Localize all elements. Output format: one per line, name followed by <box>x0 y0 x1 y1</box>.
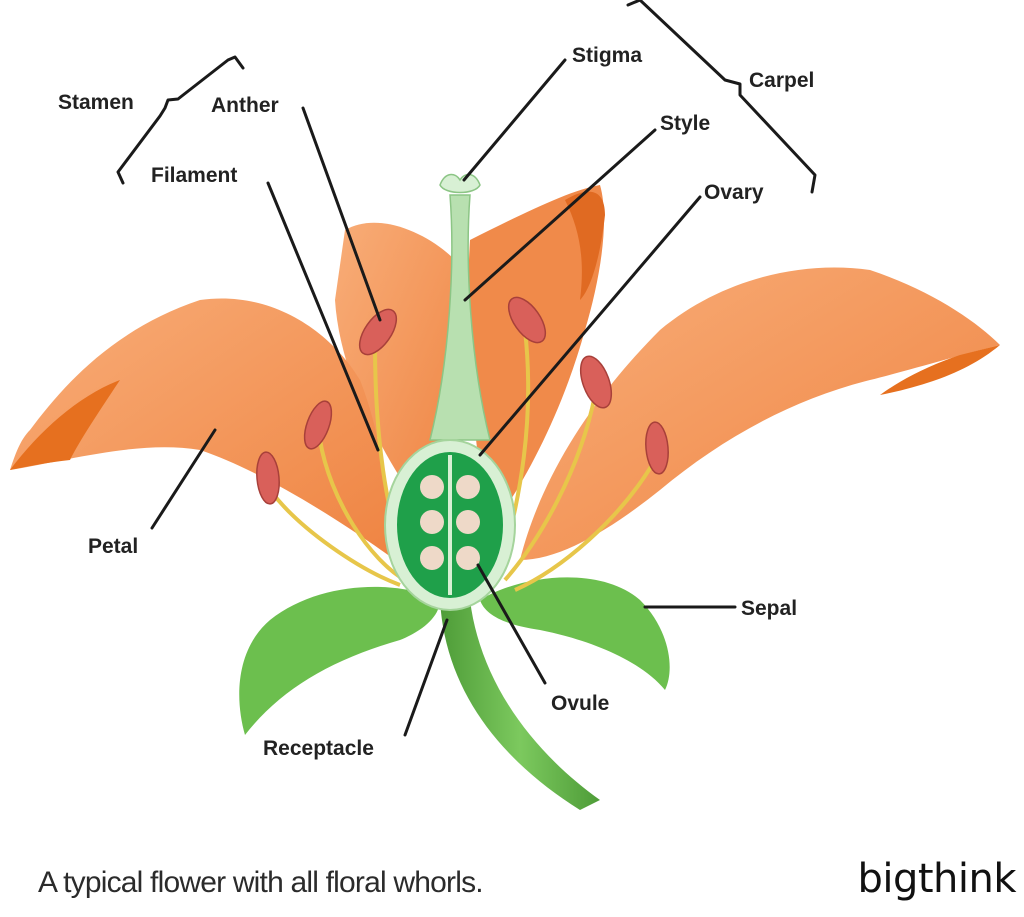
leader-receptacle <box>403 618 449 737</box>
stem <box>440 600 600 810</box>
label-filament: Filament <box>151 164 237 187</box>
sepal-left <box>239 586 440 735</box>
anther <box>579 355 613 409</box>
label-stamen: Stamen <box>58 91 134 114</box>
label-ovule: Ovule <box>551 692 609 715</box>
style <box>429 194 491 441</box>
petal-right-fold <box>880 345 1000 395</box>
ovules <box>420 475 480 570</box>
leader-petal <box>150 428 217 530</box>
anther <box>303 400 333 450</box>
ovule <box>456 510 480 534</box>
petal-back-right <box>468 185 605 530</box>
sepal-right <box>480 577 670 690</box>
label-carpel: Carpel <box>749 69 814 92</box>
label-sepal: Sepal <box>741 597 797 620</box>
flower-diagram: Stamen Anther Filament Stigma Carpel Sty… <box>10 0 1000 810</box>
stigma <box>439 173 481 194</box>
label-petal: Petal <box>88 535 138 558</box>
carpel-bracket <box>626 0 817 194</box>
leader-style <box>463 128 657 302</box>
leader-anther <box>301 106 382 322</box>
stamen-bracket <box>116 55 245 185</box>
figure-caption: A typical flower with all floral whorls. <box>38 866 484 899</box>
label-stigma: Stigma <box>572 44 642 67</box>
ovule <box>456 475 480 499</box>
label-anther: Anther <box>211 94 279 117</box>
anther <box>358 308 398 356</box>
ovule <box>420 475 444 499</box>
petal-left <box>10 298 395 560</box>
label-receptacle: Receptacle <box>263 737 374 760</box>
label-ovary: Ovary <box>704 181 764 204</box>
petal-right <box>520 267 1000 560</box>
brand-logo: bigthink <box>857 856 1016 902</box>
anther <box>645 421 669 475</box>
leader-filament <box>266 181 380 452</box>
anthers <box>256 296 669 505</box>
petal-left-fold <box>10 380 120 470</box>
ovule <box>420 510 444 534</box>
anther <box>256 451 280 505</box>
anther <box>507 296 547 344</box>
petal-back-right-fold <box>565 191 605 300</box>
ovule <box>456 546 480 570</box>
label-style: Style <box>660 112 710 135</box>
leader-ovary <box>478 195 702 457</box>
ovule <box>420 546 444 570</box>
leader-stigma <box>462 58 567 182</box>
leader-ovule <box>476 563 547 685</box>
